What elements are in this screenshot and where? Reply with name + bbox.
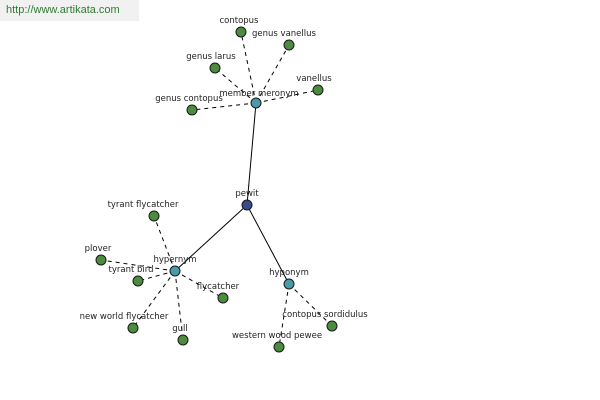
node-circle-pewit[interactable] — [241, 199, 253, 211]
node-label-new-world-flycatcher: new world flycatcher — [80, 312, 169, 322]
edge-pewit-to-member-meronym — [246, 102, 257, 206]
node-genus-contopus[interactable]: genus contopus — [155, 94, 223, 116]
edge-hypernym-to-gull — [174, 270, 184, 341]
node-member-meronym[interactable]: member meronym — [219, 89, 299, 109]
node-vanellus[interactable]: vanellus — [296, 74, 332, 96]
node-genus-larus[interactable]: genus larus — [186, 52, 236, 74]
node-gull[interactable]: gull — [172, 324, 189, 346]
node-circle-genus-vanellus[interactable] — [283, 39, 295, 51]
node-label-genus-larus: genus larus — [186, 52, 236, 62]
edge-hypernym-to-new-world-flycatcher — [132, 270, 176, 329]
source-link[interactable]: http://www.artikata.com — [6, 4, 120, 16]
node-contopus[interactable]: contopus — [219, 16, 259, 38]
node-circle-vanellus[interactable] — [312, 84, 324, 96]
edge-hypernym-to-flycatcher — [174, 270, 224, 299]
edge-hypernym-to-tyrant-bird — [137, 270, 176, 282]
node-circle-hyponym[interactable] — [283, 278, 295, 290]
node-hyponym[interactable]: hyponym — [269, 268, 309, 290]
edge-hyponym-to-contopus-sordidulus — [288, 283, 333, 327]
node-genus-vanellus[interactable]: genus vanellus — [252, 29, 317, 51]
node-circle-gull[interactable] — [177, 334, 189, 346]
edge-member-meronym-to-vanellus — [255, 89, 319, 104]
node-tyrant-flycatcher[interactable]: tyrant flycatcher — [108, 200, 179, 222]
node-flycatcher[interactable]: flycatcher — [197, 282, 240, 304]
node-circle-member-meronym[interactable] — [250, 97, 262, 109]
edge-pewit-to-hypernym — [174, 204, 248, 272]
node-circle-new-world-flycatcher[interactable] — [127, 322, 139, 334]
node-hypernym[interactable]: hypernym — [153, 255, 197, 277]
node-circle-plover[interactable] — [95, 254, 107, 266]
node-label-genus-vanellus: genus vanellus — [252, 29, 316, 39]
node-label-gull: gull — [172, 324, 188, 334]
node-pewit[interactable]: pewit — [235, 189, 259, 211]
node-label-contopus-sordidulus: contopus sordidulus — [282, 310, 368, 320]
node-label-member-meronym: member meronym — [219, 89, 298, 99]
node-circle-contopus-sordidulus[interactable] — [326, 320, 338, 332]
edge-pewit-to-hyponym — [246, 204, 290, 285]
node-label-hyponym: hyponym — [269, 268, 309, 278]
node-label-tyrant-flycatcher: tyrant flycatcher — [108, 200, 179, 210]
nodes-layer: pewit member meronym hypernym hyponym contop… — [80, 16, 368, 353]
edge-member-meronym-to-genus-vanellus — [255, 44, 290, 104]
edge-hypernym-to-tyrant-flycatcher — [153, 215, 176, 272]
node-label-contopus: contopus — [219, 16, 259, 26]
node-circle-western-wood-pewee[interactable] — [273, 341, 285, 353]
node-circle-flycatcher[interactable] — [217, 292, 229, 304]
node-circle-contopus[interactable] — [235, 26, 247, 38]
node-label-pewit: pewit — [235, 189, 259, 199]
node-circle-tyrant-bird[interactable] — [132, 275, 144, 287]
node-circle-hypernym[interactable] — [169, 265, 181, 277]
node-tyrant-bird[interactable]: tyrant bird — [109, 265, 154, 287]
node-circle-genus-larus[interactable] — [209, 62, 221, 74]
node-label-tyrant-bird: tyrant bird — [109, 265, 154, 275]
edge-member-meronym-to-genus-contopus — [191, 102, 257, 111]
node-label-vanellus: vanellus — [296, 74, 332, 84]
node-contopus-sordidulus[interactable]: contopus sordidulus — [282, 310, 368, 332]
node-label-flycatcher: flycatcher — [197, 282, 240, 292]
edge-member-meronym-to-genus-larus — [214, 67, 257, 104]
node-label-plover: plover — [85, 244, 112, 254]
edges-layer — [100, 31, 333, 348]
node-circle-genus-contopus[interactable] — [186, 104, 198, 116]
node-plover[interactable]: plover — [85, 244, 112, 266]
node-new-world-flycatcher[interactable]: new world flycatcher — [80, 312, 169, 334]
edge-hyponym-to-western-wood-pewee — [278, 283, 290, 348]
node-label-western-wood-pewee: western wood pewee — [232, 331, 322, 341]
node-label-hypernym: hypernym — [153, 255, 196, 265]
node-circle-tyrant-flycatcher[interactable] — [148, 210, 160, 222]
node-label-genus-contopus: genus contopus — [155, 94, 223, 104]
source-bar: http://www.artikata.com — [0, 0, 139, 21]
node-western-wood-pewee[interactable]: western wood pewee — [232, 331, 322, 353]
